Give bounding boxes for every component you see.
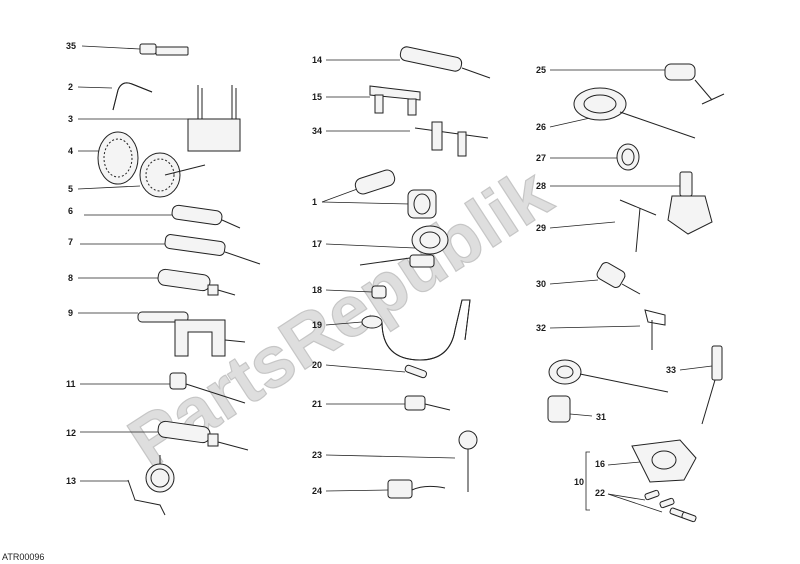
part-4: 4 xyxy=(68,131,139,185)
part-8: 8 xyxy=(68,268,236,296)
part-34: 34 xyxy=(312,121,489,157)
part-31: 31 xyxy=(547,359,669,423)
part-35: 35 xyxy=(66,41,189,56)
label-17: 17 xyxy=(312,239,322,249)
part-30: 30 xyxy=(536,262,641,295)
part-33: 33 xyxy=(666,345,723,425)
label-28: 28 xyxy=(536,181,546,191)
part-15: 15 xyxy=(312,85,421,116)
label-2: 2 xyxy=(68,82,73,92)
part-32: 32 xyxy=(536,309,666,350)
label-15: 15 xyxy=(312,92,322,102)
label-4: 4 xyxy=(68,146,73,156)
label-35: 35 xyxy=(66,41,76,51)
label-22: 22 xyxy=(595,488,605,498)
label-23: 23 xyxy=(312,450,322,460)
label-6: 6 xyxy=(68,206,73,216)
label-21: 21 xyxy=(312,399,322,409)
part-9: 9 xyxy=(68,308,246,357)
part-18: 18 xyxy=(312,285,387,299)
part-26: 26 xyxy=(536,87,696,139)
part-12: 12 xyxy=(66,420,249,451)
label-34: 34 xyxy=(312,126,322,136)
label-13: 13 xyxy=(66,476,76,486)
diagram-code: ATR00096 xyxy=(2,552,44,562)
label-27: 27 xyxy=(536,153,546,163)
part-14: 14 xyxy=(312,46,491,79)
label-5: 5 xyxy=(68,184,73,194)
part-27: 27 xyxy=(536,143,640,171)
part-2: 2 xyxy=(68,82,153,111)
label-31: 31 xyxy=(596,412,606,422)
label-10: 10 xyxy=(574,477,584,487)
label-14: 14 xyxy=(312,55,322,65)
part-6: 6 xyxy=(68,204,241,229)
part-21: 21 xyxy=(312,395,451,411)
label-12: 12 xyxy=(66,428,76,438)
part-5: 5 xyxy=(68,152,206,198)
part-25: 25 xyxy=(536,63,725,105)
part-19: 19 xyxy=(312,299,471,361)
label-29: 29 xyxy=(536,223,546,233)
label-32: 32 xyxy=(536,323,546,333)
part-28: 28 xyxy=(536,171,713,235)
label-3: 3 xyxy=(68,114,73,124)
part-1: 1 xyxy=(312,169,437,219)
label-26: 26 xyxy=(536,122,546,132)
part-24: 24 xyxy=(312,479,446,499)
label-16: 16 xyxy=(595,459,605,469)
label-9: 9 xyxy=(68,308,73,318)
part-23: 23 xyxy=(312,430,478,492)
label-24: 24 xyxy=(312,486,322,496)
label-30: 30 xyxy=(536,279,546,289)
label-20: 20 xyxy=(312,360,322,370)
label-19: 19 xyxy=(312,320,322,330)
part-17: 17 xyxy=(312,225,449,268)
part-7: 7 xyxy=(68,234,261,265)
label-1: 1 xyxy=(312,197,317,207)
label-33: 33 xyxy=(666,365,676,375)
part-3: 3 xyxy=(68,85,241,152)
part-29: 29 xyxy=(536,199,657,253)
label-7: 7 xyxy=(68,237,73,247)
label-8: 8 xyxy=(68,273,73,283)
part-20: 20 xyxy=(312,360,428,379)
label-11: 11 xyxy=(66,379,76,389)
part-group-10: 10 16 22 xyxy=(574,439,697,523)
part-13: 13 xyxy=(66,455,175,516)
label-25: 25 xyxy=(536,65,546,75)
label-18: 18 xyxy=(312,285,322,295)
part-11: 11 xyxy=(66,372,246,404)
